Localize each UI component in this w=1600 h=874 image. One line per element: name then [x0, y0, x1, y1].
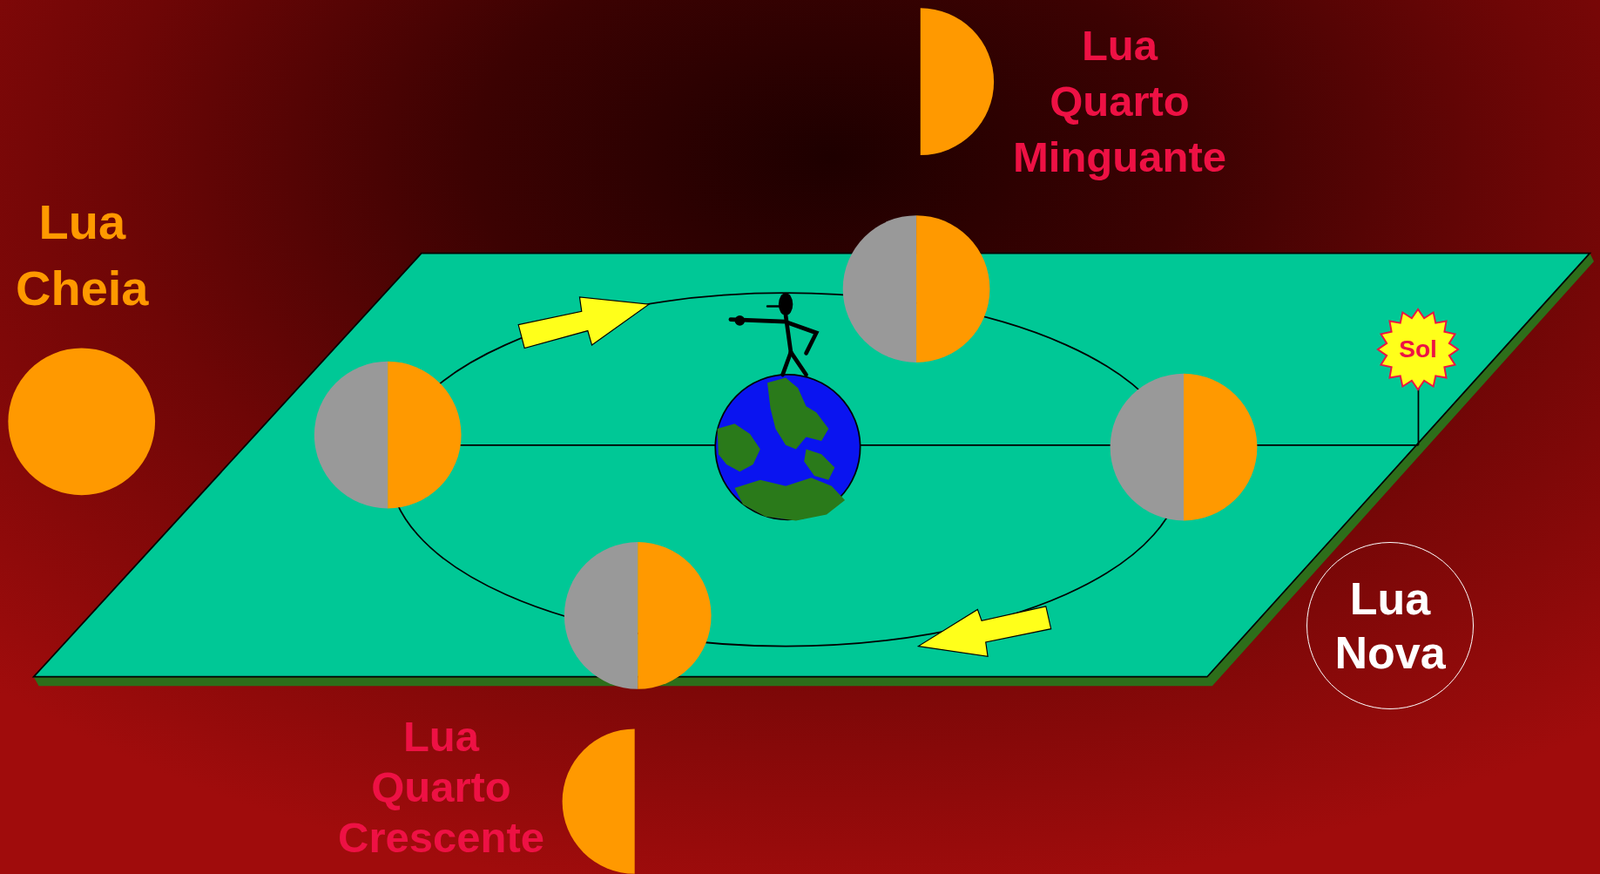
phase-label: Lua Cheia [15, 189, 149, 322]
phase-label: Lua Quarto Crescente [337, 710, 545, 863]
orbit-ellipse [390, 292, 1182, 646]
full-moon [7, 348, 156, 496]
orbit-moon [843, 215, 991, 363]
plane-edge [33, 253, 1594, 687]
node-text: Lua Nova [1334, 571, 1445, 680]
sun-line [448, 444, 1418, 446]
orbit-moon [1110, 373, 1258, 521]
sun-star: Sol [1376, 307, 1460, 392]
last-quarter-moon [920, 7, 994, 156]
new-moon-circle: Lua Nova [1306, 541, 1474, 709]
earth [715, 374, 860, 521]
sun-stem [1417, 385, 1420, 446]
node-text: Sol [1398, 335, 1438, 364]
orbit-arrow [518, 297, 649, 349]
orbit-arrow [918, 606, 1051, 656]
phase-label: Lua Quarto Minguante [1012, 17, 1227, 185]
orbit-moon [564, 541, 712, 689]
orbit-moon [314, 361, 462, 509]
observer-figure [730, 292, 817, 375]
first-quarter-moon [562, 728, 635, 873]
